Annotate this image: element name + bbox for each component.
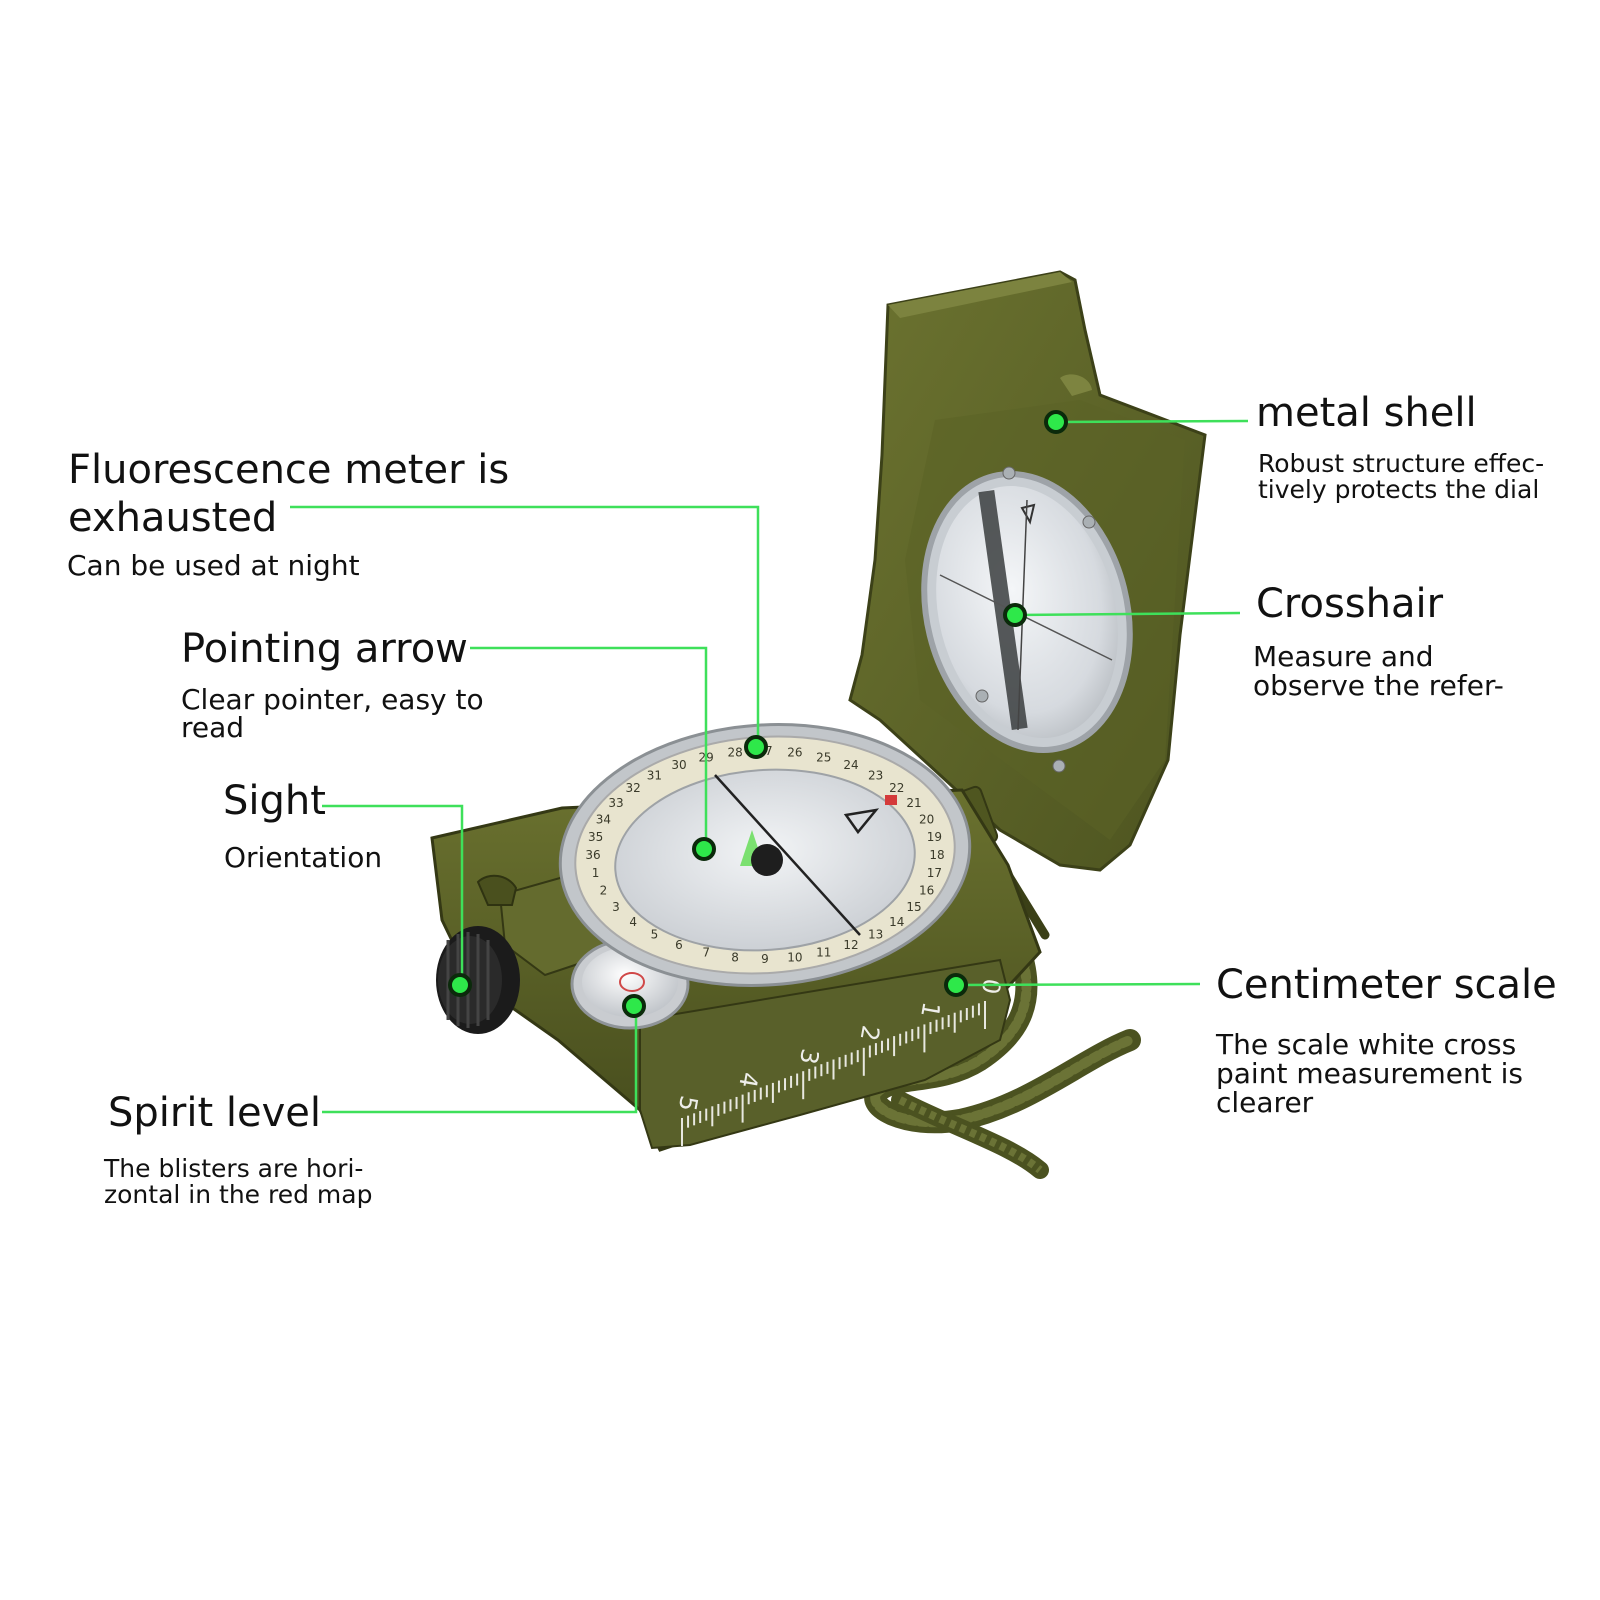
dot-metal-shell bbox=[1044, 410, 1068, 434]
leader-lines bbox=[290, 419, 1249, 1114]
bezel-number: 10 bbox=[787, 950, 802, 964]
pointing-arrow-desc-line2: read bbox=[181, 711, 245, 744]
bezel-number: 26 bbox=[787, 746, 802, 760]
leader-spirit-level bbox=[322, 1007, 638, 1114]
adjustment-knob bbox=[436, 926, 520, 1034]
bezel-number: 1 bbox=[592, 866, 600, 880]
centimeter-ruler: 0 1 2 3 4 5 bbox=[673, 976, 1006, 1146]
fluorescence-title-line2: exhausted bbox=[68, 495, 278, 541]
bezel-number: 11 bbox=[816, 946, 831, 960]
dot-fluorescence bbox=[744, 735, 768, 759]
centimeter-scale-desc-line2: paint measurement is bbox=[1216, 1057, 1523, 1090]
bezel-number: 15 bbox=[906, 900, 921, 914]
bezel-number: 16 bbox=[919, 884, 934, 898]
bezel-number: 36 bbox=[585, 848, 600, 862]
dot-pointing-arrow bbox=[692, 837, 716, 861]
bezel-number: 28 bbox=[727, 746, 742, 760]
bezel-number: 23 bbox=[868, 768, 883, 782]
bezel-number: 13 bbox=[868, 928, 883, 942]
bezel-number: 14 bbox=[889, 915, 904, 929]
ruler-number: 3 bbox=[794, 1047, 824, 1067]
leader-fluorescence bbox=[290, 505, 760, 745]
leader-crosshair bbox=[1014, 611, 1241, 617]
pointing-arrow-desc-line1: Clear pointer, easy to bbox=[181, 683, 484, 716]
crosshair-title: Crosshair bbox=[1256, 581, 1444, 627]
ruler-number: 5 bbox=[673, 1093, 703, 1113]
fluorescence-desc: Can be used at night bbox=[67, 549, 360, 582]
bezel-number: 22 bbox=[889, 781, 904, 795]
centimeter-scale-desc-line1: The scale white cross bbox=[1216, 1028, 1517, 1061]
bezel-number: 7 bbox=[702, 946, 710, 960]
bezel-number: 8 bbox=[731, 950, 739, 964]
bezel-number: 2 bbox=[600, 884, 608, 898]
bezel-number: 21 bbox=[906, 796, 921, 810]
centimeter-scale-title: Centimeter scale bbox=[1216, 962, 1557, 1008]
pointing-arrow-title: Pointing arrow bbox=[181, 626, 468, 672]
bezel-number: 19 bbox=[927, 830, 942, 844]
leader-sight bbox=[322, 804, 464, 985]
bezel-number: 32 bbox=[626, 781, 641, 795]
bezel-number: 17 bbox=[927, 866, 942, 880]
bezel-number: 20 bbox=[919, 812, 934, 826]
dot-centimeter-scale bbox=[944, 973, 968, 997]
dot-sight bbox=[448, 973, 472, 997]
bezel-number: 35 bbox=[588, 830, 603, 844]
bezel-number: 24 bbox=[843, 758, 858, 772]
centimeter-scale-desc-line3: clearer bbox=[1216, 1086, 1314, 1119]
dot-crosshair bbox=[1003, 603, 1027, 627]
bezel-number: 18 bbox=[929, 848, 944, 862]
fluorescence-title-line1: Fluorescence meter is bbox=[68, 447, 510, 493]
bezel-number: 25 bbox=[816, 750, 831, 764]
metal-shell-title: metal shell bbox=[1256, 390, 1477, 436]
spirit-level-desc-line2: zontal in the red map bbox=[104, 1180, 373, 1209]
metal-shell-desc-line2: tively protects the dial bbox=[1258, 475, 1540, 504]
bezel-number: 3 bbox=[612, 900, 620, 914]
ruler-number: 4 bbox=[733, 1070, 763, 1090]
crosshair-desc-line1: Measure and bbox=[1253, 640, 1434, 673]
callout-dots bbox=[448, 410, 1068, 1018]
leader-metal-shell bbox=[1057, 419, 1249, 424]
crosshair-desc-line2: observe the refer- bbox=[1253, 669, 1504, 702]
bezel-number: 34 bbox=[596, 812, 611, 826]
bezel-number: 6 bbox=[675, 938, 683, 952]
bezel-number: 12 bbox=[843, 938, 858, 952]
sight-desc: Orientation bbox=[224, 841, 383, 874]
bezel-number: 30 bbox=[671, 758, 686, 772]
spirit-level-desc-line1: The blisters are hori- bbox=[104, 1154, 364, 1183]
ruler-number: 1 bbox=[915, 1000, 945, 1020]
leader-pointing-arrow bbox=[470, 646, 708, 848]
sight-title: Sight bbox=[223, 778, 326, 824]
compass-dial: 9101112131415161718192021222324252627282… bbox=[558, 723, 972, 987]
bezel-number: 31 bbox=[647, 768, 662, 782]
leader-centimeter-scale bbox=[955, 982, 1201, 987]
bezel-number: 5 bbox=[651, 928, 659, 942]
bezel-number: 4 bbox=[629, 915, 637, 929]
ruler-number: 2 bbox=[855, 1023, 885, 1043]
bezel-number: 33 bbox=[608, 796, 623, 810]
spirit-level-title: Spirit level bbox=[108, 1090, 321, 1136]
dot-spirit-level bbox=[622, 994, 646, 1018]
ruler-number: 0 bbox=[976, 976, 1006, 996]
bezel-number: 9 bbox=[761, 952, 769, 966]
metal-shell-desc-line1: Robust structure effec- bbox=[1258, 449, 1545, 478]
